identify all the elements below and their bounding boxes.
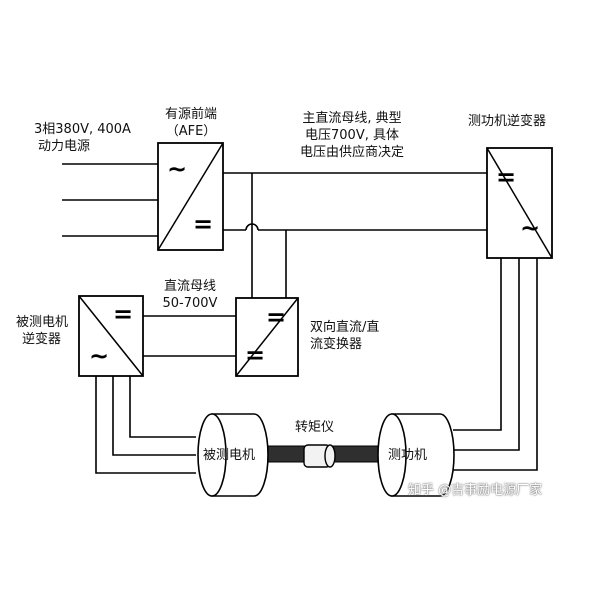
torque-meter [303,444,336,468]
dyno-phase-2 [453,258,520,451]
dut-inverter-block: = ~ [78,295,144,377]
dc-bus-label-line-2: 50-700V [162,296,218,311]
dcdc-dc-symbol-bottom: = [245,341,265,369]
dut-inverter-dc-symbol: = [113,300,133,328]
dut-motor-label: 被测电机 [203,448,256,463]
dyno-inverter-block: = ~ [486,147,553,259]
dut-inverter-label-line-1: 被测电机 [16,315,69,330]
dynamometer-label: 测功机 [388,448,428,463]
dyno-phase-3 [453,258,538,471]
afe-label-line-2: （AFE） [165,124,217,139]
dyno-inverter-dc-symbol: = [496,163,516,191]
dyno-inverter-ac-symbol: ~ [520,214,540,242]
dyno-inverter-label: 测功机逆变器 [468,114,547,129]
dyno-phase-1 [453,258,502,431]
dut-phase-2 [112,376,196,456]
dut-inverter-ac-symbol: ~ [89,342,109,370]
dut-inverter-label: 被测电机 逆变器 [16,314,68,348]
watermark: 知乎 @吉事励电源厂家 [408,483,543,498]
dut-phase-1 [95,376,196,474]
dut-inverter-label-line-2: 逆变器 [22,332,62,347]
dc-bus-label: 直流母线 50-700V [148,278,232,312]
dut-phase-3 [129,376,196,438]
dut-motor [197,413,269,497]
afe-label: 有源前端 （AFE） [150,106,232,140]
power-supply-label: 3相380V, 400A 动力电源 [34,121,131,155]
afe-dc-symbol: = [193,210,213,238]
main-bus-label: 主直流母线, 典型 电压700V, 具体 电压由供应商决定 [284,110,420,161]
dcdc-label-line-2: 流变换器 [310,337,363,352]
dynamometer [377,413,455,497]
dcdc-label-line-1: 双向直流/直 [310,320,380,335]
main-bus-label-line-3: 电压由供应商决定 [299,145,404,160]
torque-meter-label: 转矩仪 [295,420,335,435]
main-bus-label-line-2: 电压700V, 具体 [305,128,399,143]
dc-bus-label-line-1: 直流母线 [163,279,216,294]
power-supply-line-2: 动力电源 [38,139,91,154]
afe-block: ~ = [157,142,224,251]
dcdc-converter-label: 双向直流/直 流变换器 [310,319,379,353]
power-supply-line-1: 3相380V, 400A [34,122,131,137]
dcdc-dc-symbol-top: = [266,303,286,331]
main-bus-label-line-1: 主直流母线, 典型 [302,111,402,126]
afe-label-line-1: 有源前端 [164,107,217,122]
dcdc-converter-block: = = [235,297,299,377]
afe-ac-symbol: ~ [167,155,187,183]
